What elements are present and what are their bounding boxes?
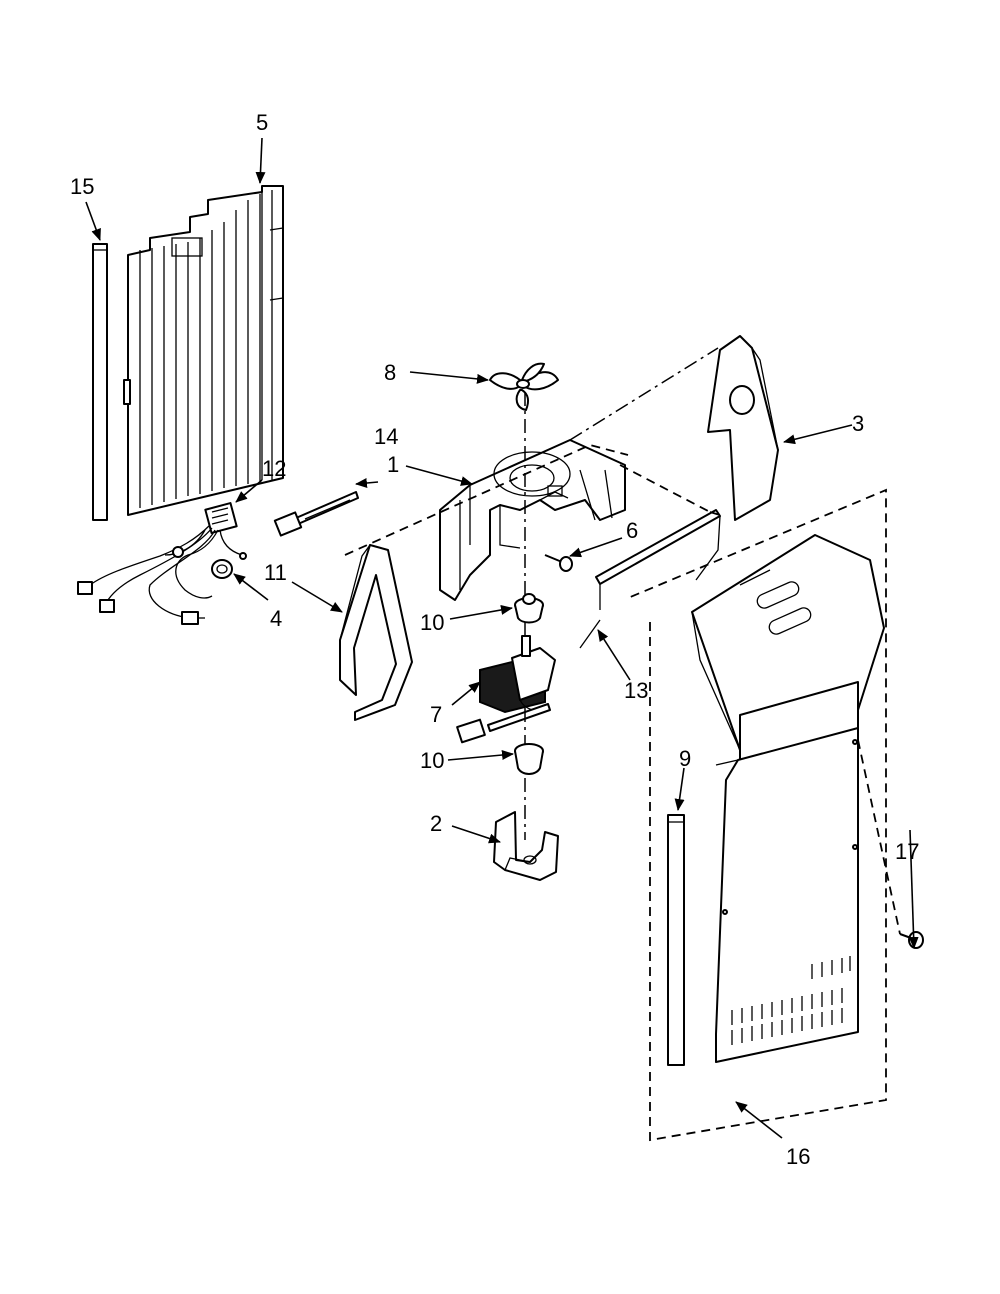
part-14-cable-tie <box>273 491 359 537</box>
part-11-left-baffle <box>339 544 413 721</box>
callout-6: 6 <box>626 518 638 543</box>
callout-11: 11 <box>264 560 287 585</box>
part-5-rear-panel <box>123 185 284 516</box>
callout-3: 3 <box>852 411 864 436</box>
callout-17: 17 <box>895 839 919 864</box>
assembly-axis-upper <box>569 347 719 441</box>
callout-7: 7 <box>430 702 442 727</box>
callout-2: 2 <box>430 811 442 836</box>
callout-13: 13 <box>624 678 648 703</box>
callout-9: 9 <box>679 746 691 771</box>
callout-10-upper: 10 <box>420 610 444 635</box>
part-4-grommet <box>211 559 233 579</box>
part-3-right-baffle <box>707 335 779 521</box>
part-10-lower-motor-mount <box>514 743 544 775</box>
assembly-axis-screw <box>857 739 901 935</box>
part-2-motor-bracket <box>493 811 559 881</box>
callout-4: 4 <box>270 606 282 631</box>
leader-lines <box>85 137 919 1139</box>
part-7-fan-motor <box>456 635 556 744</box>
callout-8: 8 <box>384 360 396 385</box>
assembly-outline-shroud-right <box>619 464 711 513</box>
callout-14: 14 <box>374 424 398 449</box>
part-9-seal-strip <box>667 814 685 1066</box>
callout-labels: 1 2 3 4 5 6 7 8 9 10 10 11 12 13 14 15 1… <box>70 110 919 1169</box>
callout-10-lower: 10 <box>420 748 444 773</box>
callout-1: 1 <box>387 452 399 477</box>
part-10-upper-motor-mount <box>514 593 544 624</box>
part-16-front-panel-assembly <box>691 534 885 1063</box>
part-1-fan-shroud <box>439 439 626 601</box>
callout-5: 5 <box>256 110 268 135</box>
callout-12: 12 <box>262 456 286 481</box>
part-6-screw <box>544 554 573 572</box>
part-12-wire-harness <box>77 502 247 625</box>
callout-16: 16 <box>786 1144 810 1169</box>
callout-15: 15 <box>70 174 94 199</box>
part-8-fan-blade <box>489 362 559 411</box>
assembly-outline-front-panel <box>627 488 887 1142</box>
part-17-screw <box>899 931 924 949</box>
part-15-seal-strip <box>92 243 108 521</box>
assembly-outline-shroud <box>344 444 721 556</box>
part-13-insulation-strip <box>579 509 721 649</box>
